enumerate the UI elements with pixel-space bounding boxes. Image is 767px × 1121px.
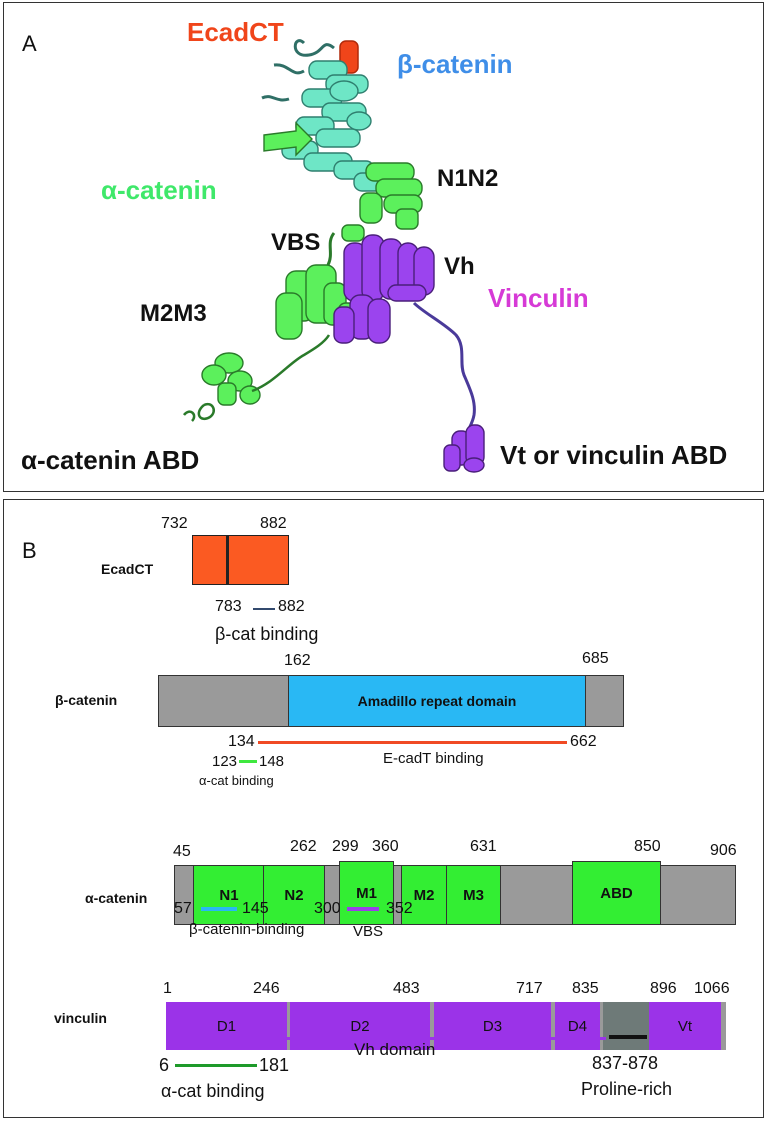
vinc-proline-linker (603, 1002, 649, 1050)
beta-alpha-start: 123 (212, 753, 238, 770)
alpha-num-850: 850 (634, 838, 661, 855)
vinc-num-717: 717 (516, 980, 543, 997)
beta-alpha-binding-line (239, 760, 257, 763)
vinc-num-1066: 1066 (694, 980, 730, 997)
protein-complex-structure (183, 39, 485, 473)
vinc-alpha-binding-label: α-cat binding (161, 1081, 265, 1101)
alpha-domain-m1: M1 (339, 861, 394, 925)
ecadct-bar-divider (226, 535, 229, 585)
vinc-alpha-binding-end: 181 (259, 1055, 290, 1075)
vinc-proline-label: Proline-rich (581, 1079, 673, 1099)
beta-domain-start-number: 162 (284, 652, 311, 669)
beta-end-number: 685 (582, 650, 609, 667)
vinc-num-1: 1 (163, 980, 172, 997)
vinc-vh-domain-label: Vh domain (354, 1040, 436, 1059)
alpha-num-360: 360 (372, 838, 399, 855)
vinc-domain-d1: D1 (166, 1002, 287, 1050)
alpha-domain-n2: N2 (263, 865, 325, 925)
alpha-num-906: 906 (710, 842, 737, 859)
alpha-vbs-line (347, 907, 379, 911)
alpha-beta-binding-label: β-catenin-binding (189, 921, 305, 938)
label-alpha-catenin: α-catenin (101, 175, 217, 205)
beta-catenin-label: β-catenin (55, 692, 118, 708)
ecadct-start-number: 732 (161, 515, 188, 532)
alpha-vbs-label: VBS (353, 923, 384, 940)
beta-armadillo-domain: Amadillo repeat domain (288, 675, 586, 727)
vinc-domain-vt: Vt (649, 1002, 721, 1050)
alpha-num-45: 45 (173, 843, 191, 860)
ecadct-binding-end: 882 (278, 598, 305, 615)
vinc-domain-d2: D2 (290, 1002, 430, 1050)
vinc-num-246: 246 (253, 980, 280, 997)
ecadct-label: EcadCT (101, 561, 154, 577)
beta-ecad-binding-label: E-cadT binding (383, 750, 484, 767)
vinc-num-483: 483 (393, 980, 420, 997)
label-vbs: VBS (271, 229, 321, 256)
ecadct-binding-start: 783 (215, 598, 242, 615)
label-n1n2: N1N2 (437, 165, 499, 192)
alpha-num-631: 631 (470, 838, 497, 855)
panel-a: A (3, 2, 764, 492)
beta-alpha-binding-label: α-cat binding (199, 773, 274, 788)
alpha-beta-binding-line (201, 907, 237, 911)
vinc-proline-range: 837-878 (592, 1053, 659, 1073)
beta-ecad-end: 662 (570, 733, 597, 750)
beta-ecad-start: 134 (228, 733, 255, 750)
vinc-vh-domain-line (168, 1037, 606, 1040)
alpha-domain-m2: M2 (401, 865, 447, 925)
label-vinculin: Vinculin (488, 283, 589, 313)
alpha-domain-n1: N1 (193, 865, 265, 925)
label-ecadct: EcadCT (187, 17, 284, 47)
alpha-domain-m3: M3 (446, 865, 501, 925)
alpha-domain-abd: ABD (572, 861, 661, 925)
label-beta-catenin: β-catenin (397, 49, 513, 79)
alpha-vbs-end: 352 (386, 900, 413, 917)
ecadct-end-number: 882 (260, 515, 287, 532)
panel-b: B 732 882 EcadCT 783 882 β-cat binding 1… (3, 499, 764, 1118)
alpha-num-299: 299 (332, 838, 359, 855)
alpha-beta-binding-start: 57 (174, 900, 192, 917)
alpha-beta-binding-end: 145 (242, 900, 269, 917)
alpha-catenin-label: α-catenin (85, 890, 148, 906)
label-alpha-catenin-abd: α-catenin ABD (21, 445, 200, 475)
beta-alpha-end: 148 (259, 753, 285, 770)
label-m2m3: M2M3 (140, 300, 207, 327)
vinc-num-896: 896 (650, 980, 677, 997)
panel-a-letter: A (22, 31, 37, 56)
label-vt: Vt or vinculin ABD (500, 440, 728, 470)
vinc-alpha-binding-line (175, 1064, 257, 1067)
ecadct-binding-label: β-cat binding (215, 624, 319, 644)
vinculin-label: vinculin (54, 1010, 107, 1026)
alpha-vbs-start: 300 (314, 900, 341, 917)
panel-b-letter: B (22, 538, 37, 563)
vinc-domain-d3: D3 (434, 1002, 551, 1050)
label-vh: Vh (444, 253, 475, 280)
beta-ecad-binding-line (258, 741, 567, 744)
vinc-alpha-binding-start: 6 (159, 1055, 170, 1075)
ecadct-binding-line (253, 608, 275, 610)
vinc-num-835: 835 (572, 980, 599, 997)
alpha-num-262: 262 (290, 838, 317, 855)
ecadct-bar (192, 535, 289, 585)
vinc-domain-d4: D4 (555, 1002, 600, 1050)
vinc-proline-line (609, 1035, 647, 1039)
